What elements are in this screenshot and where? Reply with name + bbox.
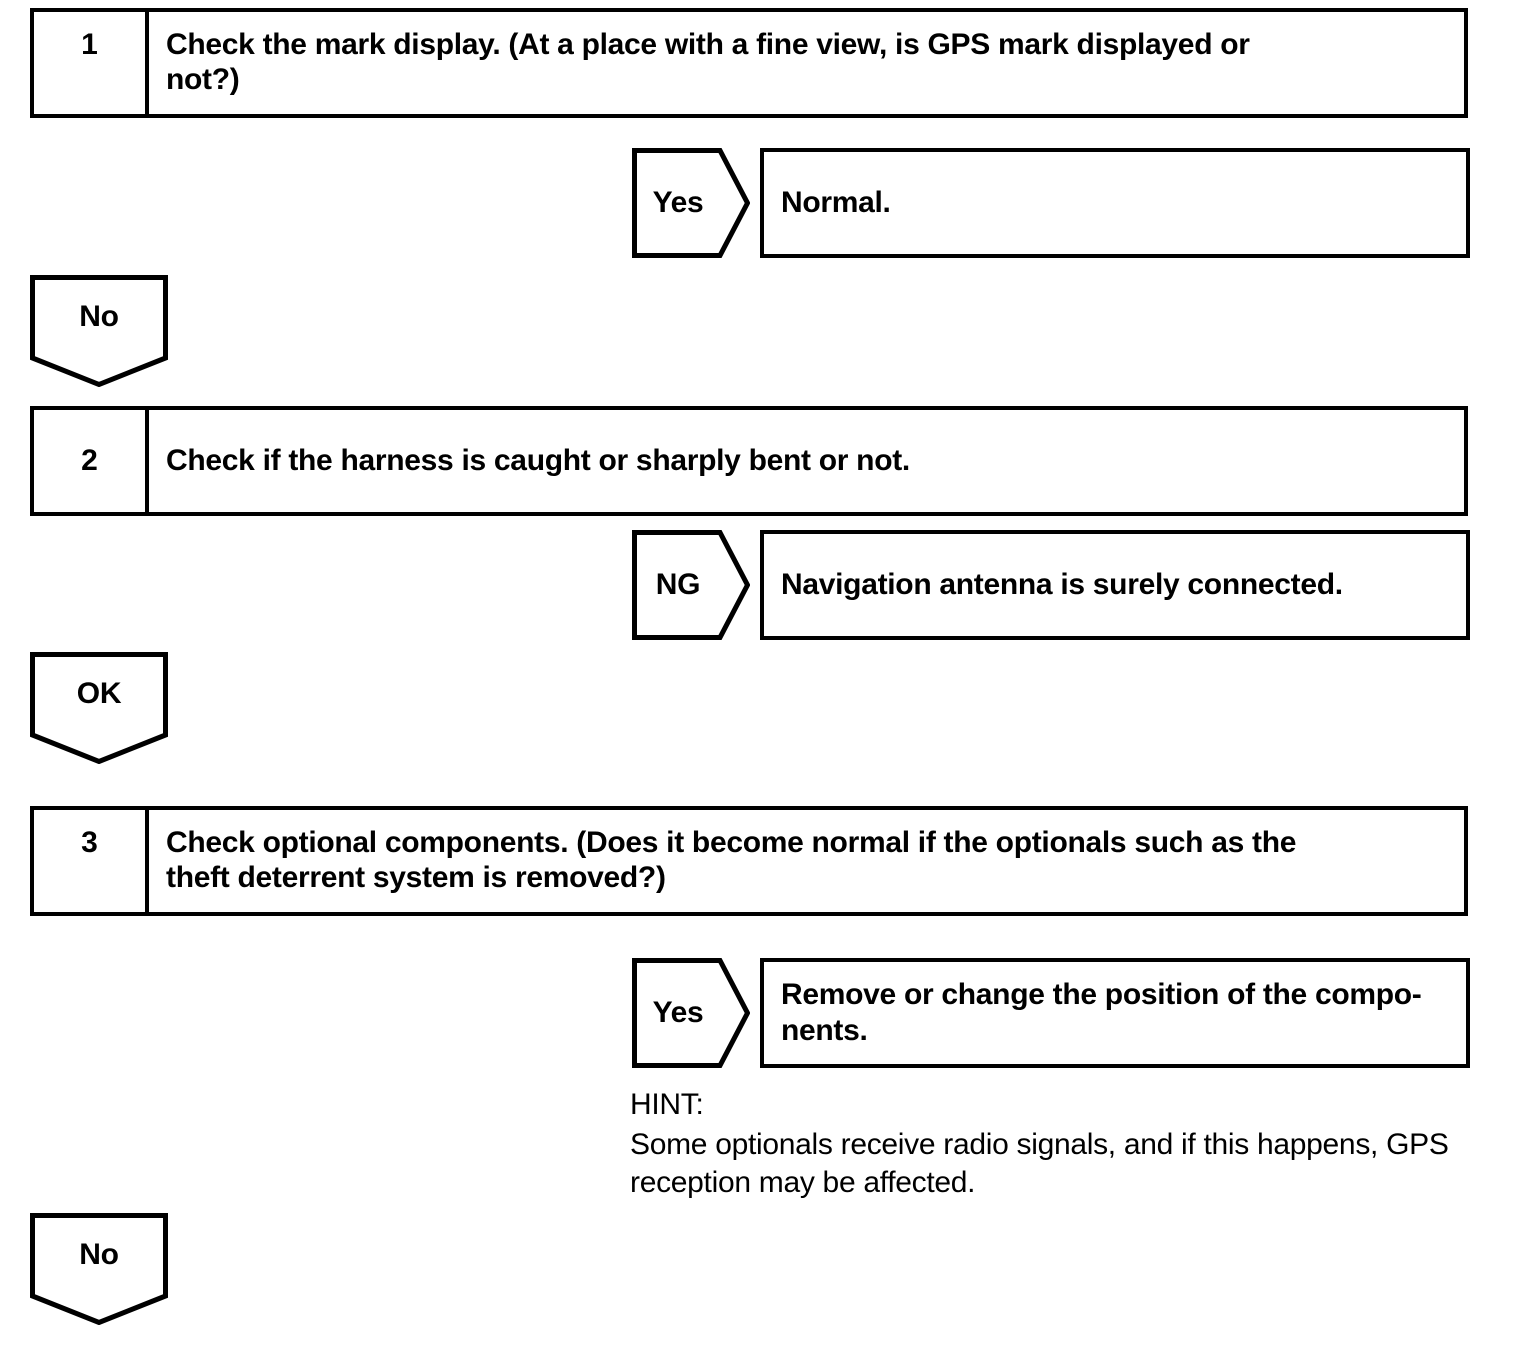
result-box-1: Normal. bbox=[760, 148, 1470, 258]
step-2-number: 2 bbox=[81, 444, 98, 477]
no-marker-2-label: No bbox=[79, 1238, 119, 1271]
step-2-question: Check if the harness is caught or sharpl… bbox=[166, 444, 910, 477]
result-2-text: Navigation antenna is surely connected. bbox=[781, 568, 1343, 601]
step-3-number: 3 bbox=[81, 826, 98, 859]
result-box-3: Remove or change the position of the com… bbox=[760, 958, 1470, 1068]
down-pentagon-icon bbox=[30, 652, 168, 764]
branch-2-label: NG bbox=[655, 568, 701, 601]
step-2-box: 2 Check if the harness is caught or shar… bbox=[30, 406, 1468, 516]
arrow-pentagon-icon bbox=[632, 148, 750, 258]
yes-branch-3: Yes bbox=[632, 958, 750, 1068]
branch-1-label: Yes bbox=[652, 186, 704, 219]
result-1-text: Normal. bbox=[781, 186, 891, 219]
down-pentagon-icon bbox=[30, 275, 168, 387]
arrow-pentagon-icon bbox=[632, 958, 750, 1068]
no-marker-1-label: No bbox=[79, 300, 119, 333]
result-3-text: Remove or change the position of the com… bbox=[781, 978, 1422, 1047]
step-3-box: 3 Check optional components. (Does it be… bbox=[30, 806, 1468, 916]
ng-branch-2: NG bbox=[632, 530, 750, 640]
ok-marker: OK bbox=[30, 652, 168, 764]
result-box-2: Navigation antenna is surely connected. bbox=[760, 530, 1470, 640]
hint-body: Some optionals receive radio signals, an… bbox=[630, 1128, 1449, 1199]
ok-marker-label: OK bbox=[76, 677, 122, 710]
no-marker-2: No bbox=[30, 1213, 168, 1325]
step-1-question: Check the mark display. (At a place with… bbox=[166, 28, 1250, 96]
hint-block: HINT: Some optionals receive radio signa… bbox=[630, 1086, 1449, 1202]
branch-3-label: Yes bbox=[652, 996, 704, 1029]
step-3-number-cell: 3 bbox=[34, 810, 149, 912]
no-marker-1: No bbox=[30, 275, 168, 387]
step-1-box: 1 Check the mark display. (At a place wi… bbox=[30, 8, 1468, 118]
arrow-pentagon-icon bbox=[632, 530, 750, 640]
hint-title: HINT: bbox=[630, 1088, 704, 1121]
step-1-number: 1 bbox=[81, 28, 98, 61]
yes-branch-1: Yes bbox=[632, 148, 750, 258]
down-pentagon-icon bbox=[30, 1213, 168, 1325]
step-1-number-cell: 1 bbox=[34, 12, 149, 114]
step-2-number-cell: 2 bbox=[34, 410, 149, 512]
step-3-question: Check optional components. (Does it beco… bbox=[166, 826, 1297, 894]
